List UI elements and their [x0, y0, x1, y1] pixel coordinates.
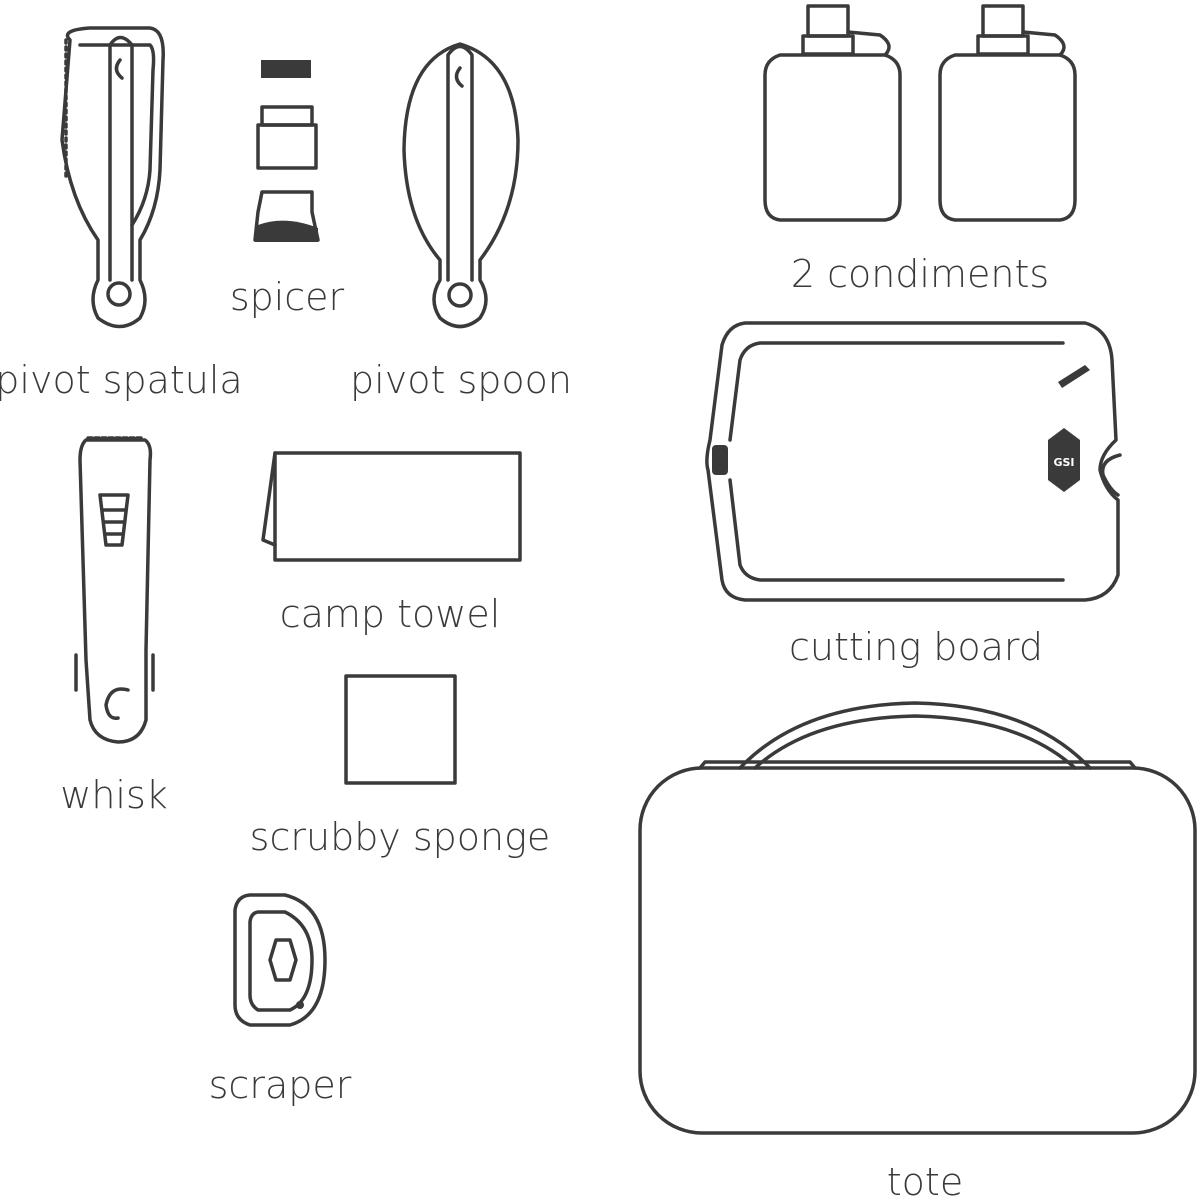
- gsi-logo-text: GSI: [1053, 456, 1074, 469]
- whisk-drawing: [74, 436, 155, 744]
- tote-drawing: [638, 701, 1197, 1135]
- label-camp-towel: camp towel: [280, 592, 501, 636]
- scrubby-sponge-drawing: [344, 674, 457, 785]
- camp-towel-drawing: [261, 451, 522, 562]
- label-pivot-spatula: pivot spatula: [0, 358, 243, 402]
- scraper-drawing: [233, 893, 327, 1027]
- label-cutting-board: cutting board: [789, 625, 1043, 669]
- pivot-spoon-drawing: [402, 42, 520, 329]
- label-tote: tote: [887, 1160, 963, 1200]
- label-scraper: scraper: [209, 1063, 352, 1107]
- condiment-bottle-left: [763, 4, 902, 222]
- cutting-board-drawing: GSI: [705, 321, 1122, 602]
- spicer-drawing: [253, 60, 320, 242]
- condiment-bottle-right: [938, 4, 1077, 222]
- pivot-spatula-drawing: [60, 26, 165, 329]
- label-spicer: spicer: [230, 275, 345, 319]
- label-whisk: whisk: [60, 773, 168, 817]
- gsi-logo: GSI: [1048, 428, 1080, 492]
- label-2-condiments: 2 condiments: [791, 252, 1049, 296]
- label-pivot-spoon: pivot spoon: [350, 358, 572, 402]
- label-scrubby-sponge: scrubby sponge: [250, 815, 551, 859]
